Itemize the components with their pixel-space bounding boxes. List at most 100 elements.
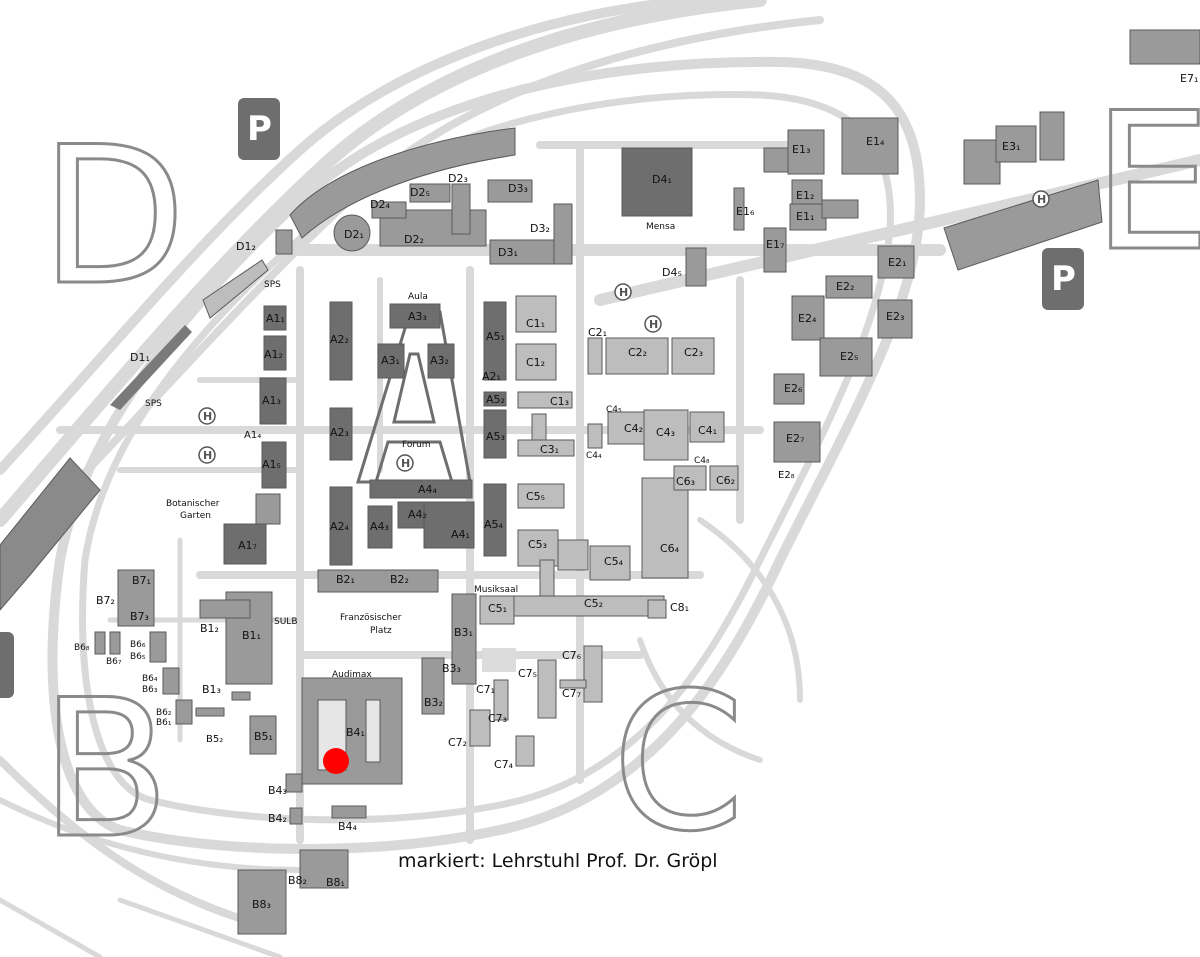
building-label: A5₂ [486,393,505,406]
building-label: C7₁ [476,683,495,696]
building-label: B5₁ [254,730,273,743]
building-label: C4₅ [606,405,622,415]
building-label: B6₅ [130,652,146,662]
building-label: B8₃ [252,898,271,911]
parking-icon [0,632,14,698]
svg-text:H: H [203,449,212,462]
label-botanischer-garten: Botanischer [166,499,220,509]
building-label: C7₅ [518,667,537,680]
label-mensa: Mensa [646,222,675,232]
bus-stop-icon: H [198,407,216,425]
building-label: B6₂ [156,708,172,718]
building-label: D3₂ [530,222,550,235]
label-musiksaal: Musiksaal [474,585,518,595]
building-label: C4₄ [586,451,602,461]
building-label: E1₂ [796,189,814,202]
building-label: C1₂ [526,356,545,369]
building-label: E3₁ [1002,140,1020,153]
buildings [94,29,1200,935]
landmark-labels: Aula Forum Mensa SPS SPS Botanischer Gar… [145,222,675,680]
building-label: D2₃ [448,172,468,185]
building-label: D2₄ [370,198,390,211]
bus-stop-icon: H [614,283,632,301]
bus-stops: H H H H H H [198,190,1050,472]
label-aula: Aula [408,292,428,302]
building-label: E1₇ [766,238,784,251]
building-label: E2₆ [784,382,803,395]
bus-stop-icon: H [198,446,216,464]
building-label: C7₂ [448,736,467,749]
building-label: B8₁ [326,876,345,889]
building-label: E2₇ [786,432,804,445]
building-label: E2₂ [836,280,854,293]
building-label: C6₃ [676,475,695,488]
svg-text:H: H [619,286,628,299]
svg-text:H: H [203,410,212,423]
building-label: E2₅ [840,350,858,363]
sector-letter-a [355,310,472,484]
building-label: B7₁ [132,574,151,587]
sector-letter-d: D [40,106,186,327]
building-label: C5₂ [584,597,603,610]
svg-text:H: H [649,318,658,331]
label-sps-bottom: SPS [145,399,162,409]
label-sps-top: SPS [264,280,281,290]
sector-letter-b: B [40,659,170,880]
building-label: A1₄ [244,430,261,441]
building-label: A2₂ [330,333,349,346]
building-label: C1₁ [526,317,545,330]
building-label: A1₅ [262,458,281,471]
building-label: C4₃ [656,426,675,439]
building-label: A2₃ [330,426,349,439]
building-label: D3₃ [508,182,528,195]
svg-text:H: H [401,457,410,470]
building-label: A3₂ [430,354,449,367]
bus-stop-icon: H [1032,190,1050,208]
building-label: B2₁ [336,573,355,586]
building-label: C5₄ [604,555,624,568]
building-label: B4₂ [268,812,287,825]
building-label: B8₂ [288,874,307,887]
large-structures [0,127,1103,611]
sector-letters: D B C E [39,71,1200,882]
building-label: E1₁ [796,210,814,223]
building-label: E1₄ [866,135,885,148]
building-label: B4₄ [338,820,358,833]
building-label: D2₅ [410,186,430,199]
building-label: B7₃ [130,610,149,623]
label-sulb: SULB [274,617,298,627]
building-label: A1₇ [238,539,257,552]
parking-label: P [247,109,272,149]
building-label: E2₈ [778,470,795,481]
building-label: C4₁ [698,424,717,437]
location-marker [323,748,349,774]
building-label: D4₅ [662,266,682,279]
building-label: B2₂ [390,573,409,586]
building-label: E1₆ [736,205,755,218]
label-franzoesischer-platz: Französischer [340,613,402,623]
building-label: A4₃ [370,520,389,533]
bus-stop-icon: H [396,454,414,472]
building-label: C7₆ [562,649,582,662]
building-label: B1₁ [242,629,261,642]
parking-icon: P [1042,248,1084,310]
building-label: C5₃ [528,538,547,551]
building-label: A4₁ [451,528,470,541]
svg-text:H: H [1037,193,1046,206]
building-label: B6₇ [106,657,122,667]
building-label: A1₁ [266,312,285,325]
building-label: B6₈ [74,643,90,653]
building-label: B6₄ [142,674,158,684]
building-label: A1₃ [262,394,281,407]
sector-letter-e: E [1092,72,1200,293]
building-label: D3₁ [498,246,518,259]
building-label: A3₁ [381,354,400,367]
building-label: B6₃ [142,685,158,695]
building-label: C7₃ [488,712,507,725]
building-label: A5₄ [484,518,504,531]
parking-label: P [1051,259,1076,299]
building-label: B1₂ [200,622,219,635]
building-label: C7₇ [562,687,581,700]
building-label: C7₄ [494,758,514,771]
